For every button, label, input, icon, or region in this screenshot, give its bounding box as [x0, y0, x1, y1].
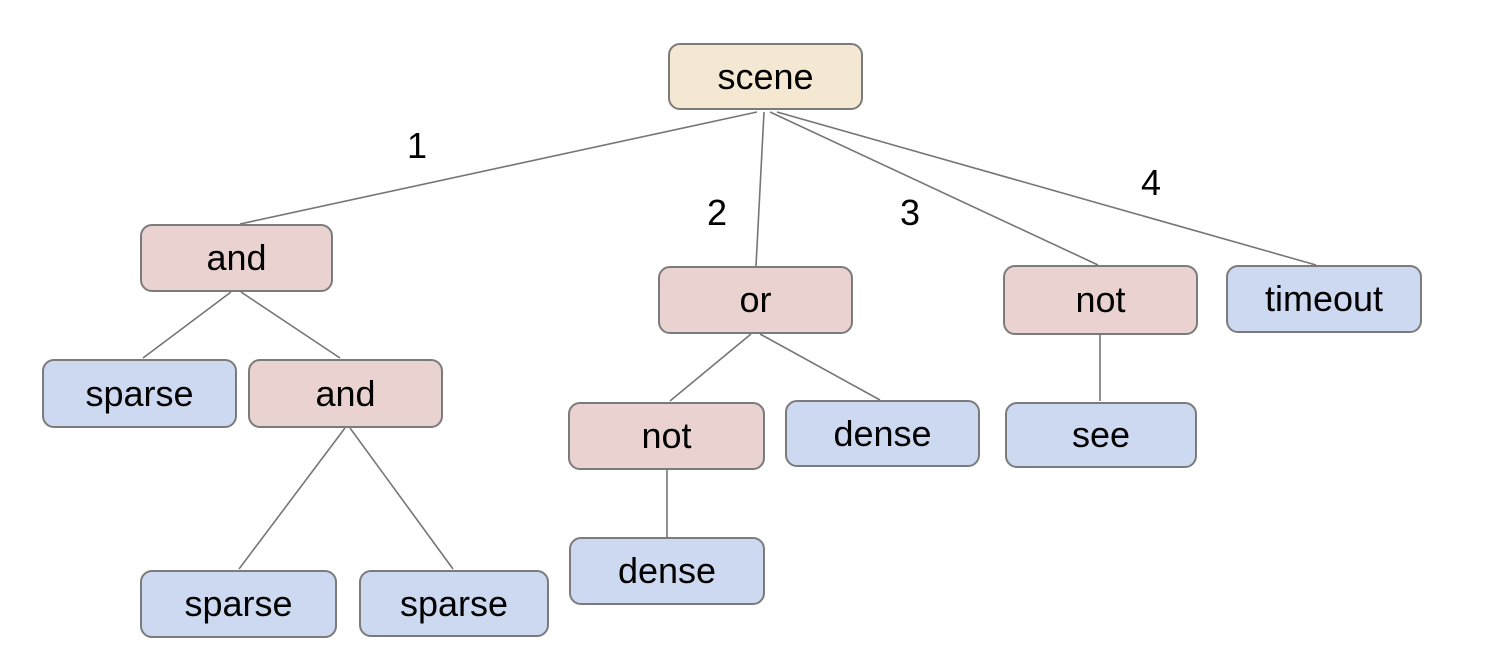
edge-and-sparse [142, 291, 232, 359]
edge-scene-timeout [776, 111, 1317, 266]
node-not-nested: not [568, 402, 765, 470]
node-dense-under-not: dense [569, 537, 765, 605]
edge-scene-or [755, 111, 765, 267]
node-sparse-bottom-left: sparse [140, 570, 337, 638]
edge-scene-not [769, 111, 1099, 266]
node-see: see [1005, 402, 1197, 468]
edge-and-and [240, 291, 341, 359]
node-and-nested: and [248, 359, 443, 428]
edge-scene-and [239, 111, 758, 225]
node-timeout: timeout [1226, 265, 1422, 333]
node-sparse-level2: sparse [42, 359, 237, 428]
edge-label-1: 1 [406, 125, 428, 166]
edge-or-not [669, 333, 752, 402]
edge-and2-sparse-left [238, 427, 346, 570]
node-and: and [140, 224, 333, 292]
node-scene: scene [668, 43, 863, 110]
edge-label-2: 2 [706, 192, 728, 233]
node-not: not [1003, 265, 1198, 335]
edge-label-3: 3 [899, 192, 921, 233]
edge-or-dense [759, 333, 881, 401]
edge-and2-sparse-right [349, 427, 454, 570]
node-dense-under-or: dense [785, 400, 980, 467]
edge-label-4: 4 [1140, 162, 1162, 203]
node-sparse-bottom-right: sparse [359, 570, 549, 637]
node-or: or [658, 266, 853, 334]
